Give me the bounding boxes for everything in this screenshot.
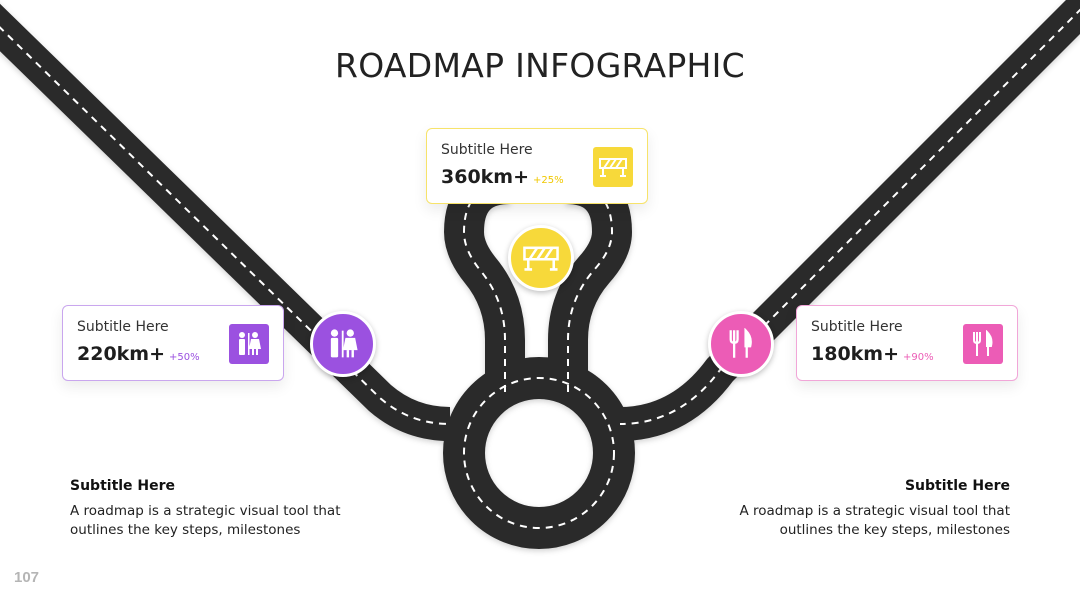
card-top-value-text: 360km+ bbox=[441, 166, 530, 188]
card-top: Subtitle Here 360km++25% bbox=[426, 128, 648, 204]
card-top-value: 360km++25% bbox=[441, 166, 564, 188]
restaurant-icon bbox=[963, 324, 1003, 364]
slide-title: ROADMAP INFOGRAPHIC bbox=[334, 46, 746, 85]
description-left: Subtitle Here A roadmap is a strategic v… bbox=[70, 478, 370, 540]
card-left-subtitle: Subtitle Here bbox=[77, 319, 169, 335]
card-top-change: +25% bbox=[533, 175, 564, 186]
card-left-change: +50% bbox=[169, 352, 200, 363]
restroom-icon bbox=[229, 324, 269, 364]
card-top-subtitle: Subtitle Here bbox=[441, 142, 533, 158]
marker-restaurant-icon bbox=[708, 311, 774, 377]
card-right-change: +90% bbox=[903, 352, 934, 363]
card-right-value-text: 180km+ bbox=[811, 343, 900, 365]
description-right: Subtitle Here A roadmap is a strategic v… bbox=[710, 478, 1010, 540]
card-right-value: 180km++90% bbox=[811, 343, 934, 365]
card-left-value-text: 220km+ bbox=[77, 343, 166, 365]
card-left-value: 220km++50% bbox=[77, 343, 200, 365]
description-left-line1: A roadmap is a strategic visual tool tha… bbox=[70, 503, 341, 519]
description-left-line2: outlines the key steps, milestones bbox=[70, 522, 301, 538]
road-loop-right bbox=[548, 164, 633, 392]
road-loop-left bbox=[443, 164, 525, 392]
marker-restroom-icon bbox=[310, 311, 376, 377]
description-left-text: A roadmap is a strategic visual tool tha… bbox=[70, 502, 370, 540]
card-right-subtitle: Subtitle Here bbox=[811, 319, 903, 335]
page-number: 107 bbox=[14, 569, 40, 586]
card-left: Subtitle Here 220km++50% bbox=[62, 305, 284, 381]
marker-barrier-icon bbox=[508, 225, 574, 291]
description-right-line1: A roadmap is a strategic visual tool tha… bbox=[739, 503, 1010, 519]
description-right-title: Subtitle Here bbox=[904, 478, 1010, 494]
barrier-icon bbox=[593, 147, 633, 187]
description-right-text: A roadmap is a strategic visual tool tha… bbox=[710, 502, 1010, 540]
card-right: Subtitle Here 180km++90% bbox=[796, 305, 1018, 381]
description-left-title: Subtitle Here bbox=[70, 478, 176, 494]
description-right-line2: outlines the key steps, milestones bbox=[779, 522, 1010, 538]
